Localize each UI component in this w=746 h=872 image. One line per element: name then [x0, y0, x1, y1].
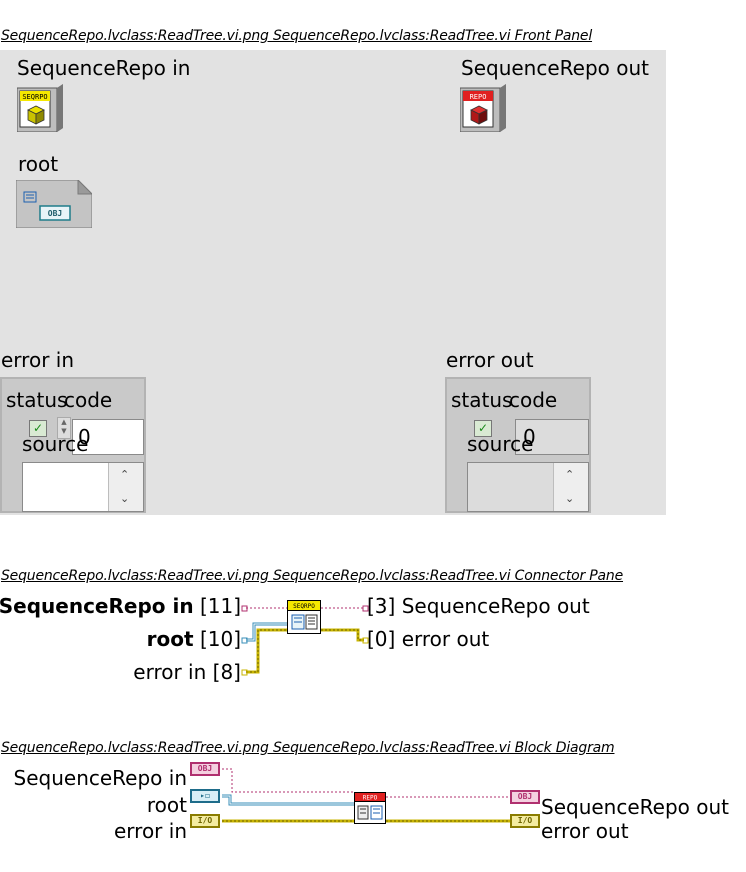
root-control[interactable]: OBJ	[15, 178, 94, 229]
conn-input-root: root [10]	[146, 627, 241, 651]
error-in-code-input[interactable]: 0	[72, 419, 144, 455]
svg-text:OBJ: OBJ	[48, 209, 62, 218]
svg-text:SEQRPO: SEQRPO	[22, 93, 47, 101]
connector-pane-wires	[241, 605, 369, 676]
bd-error-in-terminal[interactable]: I/O	[190, 814, 220, 828]
block-diagram-caption: SequenceRepo.lvclass:ReadTree.vi.png Seq…	[1, 740, 615, 756]
conn-output-error-out: [0] error out	[367, 627, 490, 651]
error-out-status-led: ✓	[474, 420, 492, 437]
seqrepo-out-indicator[interactable]: REPO	[459, 84, 506, 133]
bd-root-terminal[interactable]: ▸◻	[190, 789, 220, 803]
connector-pane-caption: SequenceRepo.lvclass:ReadTree.vi.png Seq…	[1, 568, 624, 584]
object-reference-icon: OBJ	[15, 178, 94, 229]
error-in-status-label: status	[6, 388, 68, 412]
seqrepo-in-control[interactable]: SEQRPO	[16, 84, 63, 133]
connector-pane-vi-icon[interactable]: SEQRPO	[287, 600, 321, 634]
error-out-code-value: 0	[523, 425, 536, 449]
bd-readtree-node[interactable]: REPO	[354, 792, 386, 824]
error-out-label: error out	[446, 348, 534, 372]
repo-class-icon: REPO	[459, 84, 506, 133]
bd-label-seqrepo-in: SequenceRepo in	[13, 766, 187, 790]
error-in-cluster: status code ✓ ▲▼ 0 source ⌃ ⌄	[0, 377, 146, 513]
bd-error-out-terminal[interactable]: I/O	[510, 814, 540, 828]
readtree-node-icon: REPO	[354, 792, 386, 824]
bd-label-seqrepo-out: SequenceRepo out	[541, 795, 729, 819]
error-out-source-indicator: ⌃ ⌄	[467, 462, 589, 512]
seqrepo-out-label: SequenceRepo out	[461, 56, 649, 80]
error-out-source-scrollbar[interactable]: ⌃ ⌄	[553, 463, 588, 511]
root-label: root	[18, 152, 59, 176]
bd-label-root: root	[146, 793, 187, 817]
svg-text:REPO: REPO	[470, 93, 487, 101]
error-in-source-input[interactable]: ⌃ ⌄	[22, 462, 144, 512]
scroll-up-icon[interactable]: ⌃	[565, 468, 575, 481]
svg-text:REPO: REPO	[363, 795, 378, 802]
object-reference-icon: ▸◻	[200, 791, 210, 800]
error-in-source-label: source	[22, 432, 89, 456]
error-in-source-scrollbar[interactable]: ⌃ ⌄	[108, 463, 143, 511]
bd-seqrepo-out-terminal[interactable]: OBJ	[510, 790, 540, 804]
conn-input-seqrepo-in: SequenceRepo in [11]	[0, 594, 241, 618]
scroll-up-icon[interactable]: ⌃	[120, 468, 130, 481]
scroll-down-icon[interactable]: ⌄	[120, 492, 130, 505]
error-out-status-label: status	[451, 388, 513, 412]
readtree-vi-icon: SEQRPO	[287, 600, 321, 634]
error-in-code-stepper[interactable]: ▲▼	[57, 417, 71, 439]
svg-text:SEQRPO: SEQRPO	[293, 603, 315, 610]
conn-output-seqrepo-out: [3] SequenceRepo out	[367, 594, 590, 618]
bd-label-error-out: error out	[541, 819, 629, 843]
error-in-status-checkbox[interactable]: ✓	[29, 420, 47, 437]
error-in-code-label: code	[64, 388, 113, 412]
error-out-source-label: source	[467, 432, 534, 456]
bd-label-error-in: error in	[113, 819, 187, 843]
error-out-cluster: status code ✓ 0 source ⌃ ⌄	[445, 377, 591, 513]
error-out-code-indicator: 0	[515, 419, 589, 455]
error-in-code-value: 0	[78, 425, 91, 449]
seqrepo-class-icon: SEQRPO	[16, 84, 63, 133]
scroll-down-icon[interactable]: ⌄	[565, 492, 575, 505]
bd-seqrepo-in-terminal[interactable]: OBJ	[190, 762, 220, 776]
conn-input-error-in: error in [8]	[133, 660, 241, 684]
front-panel-caption: SequenceRepo.lvclass:ReadTree.vi.png Seq…	[1, 28, 593, 44]
error-out-code-label: code	[509, 388, 558, 412]
front-panel: SequenceRepo in SEQRPO SequenceRepo out …	[0, 50, 666, 515]
seqrepo-in-label: SequenceRepo in	[17, 56, 191, 80]
error-in-label: error in	[1, 348, 75, 372]
block-diagram-wires	[222, 768, 510, 823]
